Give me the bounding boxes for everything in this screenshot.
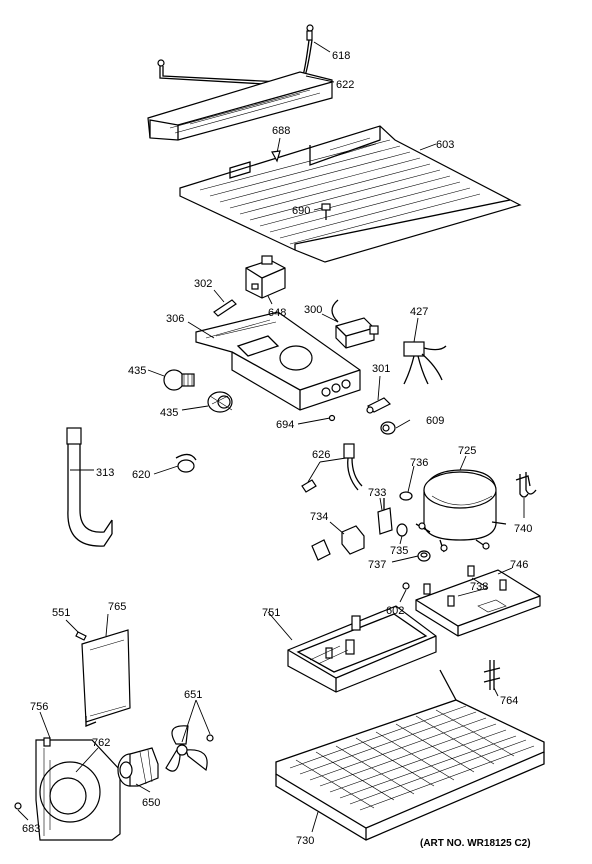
label-736: 736 xyxy=(410,457,428,469)
label-427: 427 xyxy=(410,306,428,318)
part-651-fan-blade xyxy=(165,725,214,772)
part-626-harness xyxy=(301,443,363,493)
part-737-grommet xyxy=(417,550,431,562)
part-300-switch xyxy=(331,299,379,349)
label-756: 756 xyxy=(30,701,48,713)
label-626: 626 xyxy=(312,449,330,461)
part-756-shroud xyxy=(35,737,121,841)
part-694-screw xyxy=(328,414,336,422)
part-683-screw xyxy=(14,802,22,810)
label-609: 609 xyxy=(426,415,444,427)
label-733: 733 xyxy=(368,487,386,499)
label-751: 751 xyxy=(262,607,280,619)
part-551-screw xyxy=(75,631,87,641)
label-765: 765 xyxy=(108,601,126,613)
label-730: 730 xyxy=(296,835,314,847)
label-435-bulb: 435 xyxy=(128,365,146,377)
part-690-screw xyxy=(321,203,331,220)
label-620: 620 xyxy=(132,469,150,481)
label-651: 651 xyxy=(184,689,202,701)
label-301: 301 xyxy=(372,363,390,375)
label-306: 306 xyxy=(166,313,184,325)
label-694: 694 xyxy=(276,419,294,431)
label-300: 300 xyxy=(304,304,322,316)
part-725-compressor xyxy=(415,469,507,553)
label-435-socket: 435 xyxy=(160,407,178,419)
part-746-base-plate xyxy=(415,565,541,637)
label-746: 746 xyxy=(510,559,528,571)
label-313: 313 xyxy=(96,467,114,479)
label-302: 302 xyxy=(194,278,212,290)
part-602-screw xyxy=(402,582,410,590)
part-313-drain-tube xyxy=(66,427,113,547)
part-733-relay xyxy=(377,498,393,535)
label-690: 690 xyxy=(292,205,310,217)
label-650: 650 xyxy=(142,797,160,809)
label-603: 603 xyxy=(436,139,454,151)
part-427-harness xyxy=(403,341,447,385)
part-435-bulb xyxy=(163,369,195,391)
label-622: 622 xyxy=(336,79,354,91)
part-435-socket xyxy=(207,391,233,413)
part-302-rod xyxy=(213,299,237,317)
part-603-evaporator-cover xyxy=(179,125,522,263)
leader-lines xyxy=(17,41,525,833)
part-765-panel xyxy=(81,629,131,727)
part-620-grommet xyxy=(175,453,197,473)
label-688: 688 xyxy=(272,125,290,137)
label-734: 734 xyxy=(310,511,328,523)
part-751-drain-pan xyxy=(287,605,437,693)
label-618: 618 xyxy=(332,50,350,62)
label-740: 740 xyxy=(514,523,532,535)
label-648: 648 xyxy=(268,307,286,319)
part-764-bracket xyxy=(483,660,501,690)
part-301-plug xyxy=(366,397,392,414)
part-650-fan-motor xyxy=(117,747,159,787)
part-609-cap xyxy=(380,421,396,435)
part-735-terminal xyxy=(396,523,408,537)
label-737: 737 xyxy=(368,559,386,571)
label-683: 683 xyxy=(22,823,40,835)
label-551: 551 xyxy=(52,607,70,619)
part-740-clips xyxy=(515,472,537,498)
label-762: 762 xyxy=(92,737,110,749)
label-602: 602 xyxy=(386,605,404,617)
part-688-marker xyxy=(271,137,281,163)
label-735: 735 xyxy=(390,545,408,557)
label-764: 764 xyxy=(500,695,518,707)
part-622-drain-trough xyxy=(147,71,333,141)
part-736-clip xyxy=(399,491,413,501)
part-306-control-housing xyxy=(195,311,361,411)
part-648-control xyxy=(245,255,286,299)
label-738: 738 xyxy=(470,581,488,593)
part-730-condenser xyxy=(275,669,545,841)
label-725: 725 xyxy=(458,445,476,457)
part-734-start-relay xyxy=(311,525,365,561)
art-number: (ART NO. WR18125 C2) xyxy=(420,838,531,849)
